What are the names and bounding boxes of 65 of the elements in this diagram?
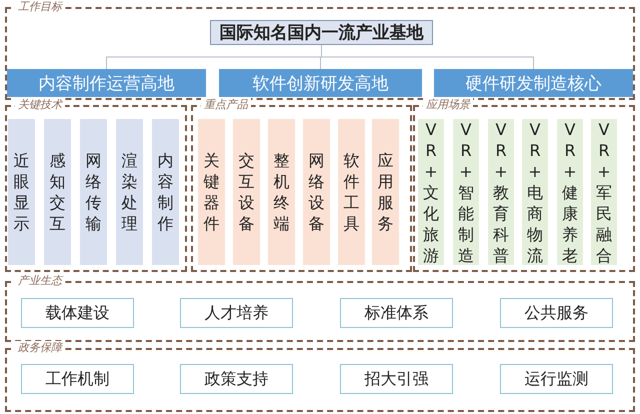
box-label: 网络设备 — [308, 150, 325, 234]
box-label: 载体建设 — [46, 302, 110, 324]
item-box — [21, 364, 134, 394]
item-box — [180, 364, 293, 394]
scenario-column — [488, 119, 514, 265]
item-box — [500, 298, 613, 328]
box-label: VR+电商物流 — [526, 118, 544, 266]
product-column — [268, 119, 295, 265]
scenario-column — [591, 119, 617, 265]
box-label: 政策支持 — [204, 368, 268, 390]
box-label: 感知交互 — [49, 150, 66, 234]
box-label: VR+健康养老 — [562, 118, 578, 266]
scenario-column — [522, 119, 548, 265]
box-label: 内容制作运营高地 — [38, 72, 174, 94]
item-box — [340, 364, 453, 394]
box-label: 交互设备 — [238, 150, 255, 234]
scenario-column — [418, 119, 444, 265]
scenario-column — [557, 119, 583, 265]
tech-column — [152, 119, 179, 265]
box-label: 标准体系 — [364, 302, 428, 324]
box-label: VR+军民融合 — [596, 118, 612, 266]
group-heading: 政务保障 — [15, 341, 65, 355]
product-column — [198, 119, 225, 265]
box-label: 渲染处理 — [121, 150, 138, 234]
box-label: 招大引强 — [364, 368, 428, 390]
item-box — [180, 298, 293, 328]
box-label: 网络传输 — [85, 150, 102, 234]
item-box — [340, 298, 453, 328]
group-heading: 重点产品 — [201, 98, 251, 112]
box-label: 关键器件 — [203, 150, 220, 234]
box-label: 工作机制 — [46, 368, 110, 390]
goal-bar — [7, 69, 206, 97]
scenario-column — [453, 119, 479, 265]
box-label: 运行监测 — [524, 368, 588, 390]
box-label: 硬件研发制造核心 — [466, 72, 602, 94]
product-column — [233, 119, 260, 265]
group-heading: 产业生态 — [15, 274, 65, 288]
box-label: VR+教育科普 — [492, 118, 510, 266]
connector-line — [321, 44, 534, 70]
goal-box — [210, 20, 433, 45]
box-label: 软件创新研发高地 — [252, 72, 388, 94]
goal-bar — [219, 69, 422, 97]
box-label: 公共服务 — [524, 302, 588, 324]
tech-column — [44, 119, 71, 265]
box-label: VR+智能制造 — [458, 118, 474, 266]
box-label: 内容制作 — [157, 150, 174, 234]
tech-column — [80, 119, 107, 265]
box-label: 国际知名国内一流产业基地 — [220, 22, 424, 44]
box-label: 软件工具 — [343, 150, 360, 234]
tech-column — [8, 119, 35, 265]
box-label: 人才培养 — [204, 302, 268, 324]
group-heading: 关键技术 — [15, 98, 65, 112]
box-label: 应用服务 — [377, 150, 394, 234]
product-column — [372, 119, 399, 265]
box-label: 整机终端 — [273, 150, 290, 234]
product-column — [303, 119, 330, 265]
group-heading: 应用场景 — [423, 98, 473, 112]
goal-bar — [434, 69, 633, 97]
tech-column — [116, 119, 143, 265]
item-box — [21, 298, 134, 328]
item-box — [500, 364, 613, 394]
box-label: 近眼显示 — [13, 150, 30, 234]
product-column — [338, 119, 365, 265]
box-label: VR+文化旅游 — [422, 118, 440, 266]
group-heading: 工作目标 — [15, 0, 65, 14]
